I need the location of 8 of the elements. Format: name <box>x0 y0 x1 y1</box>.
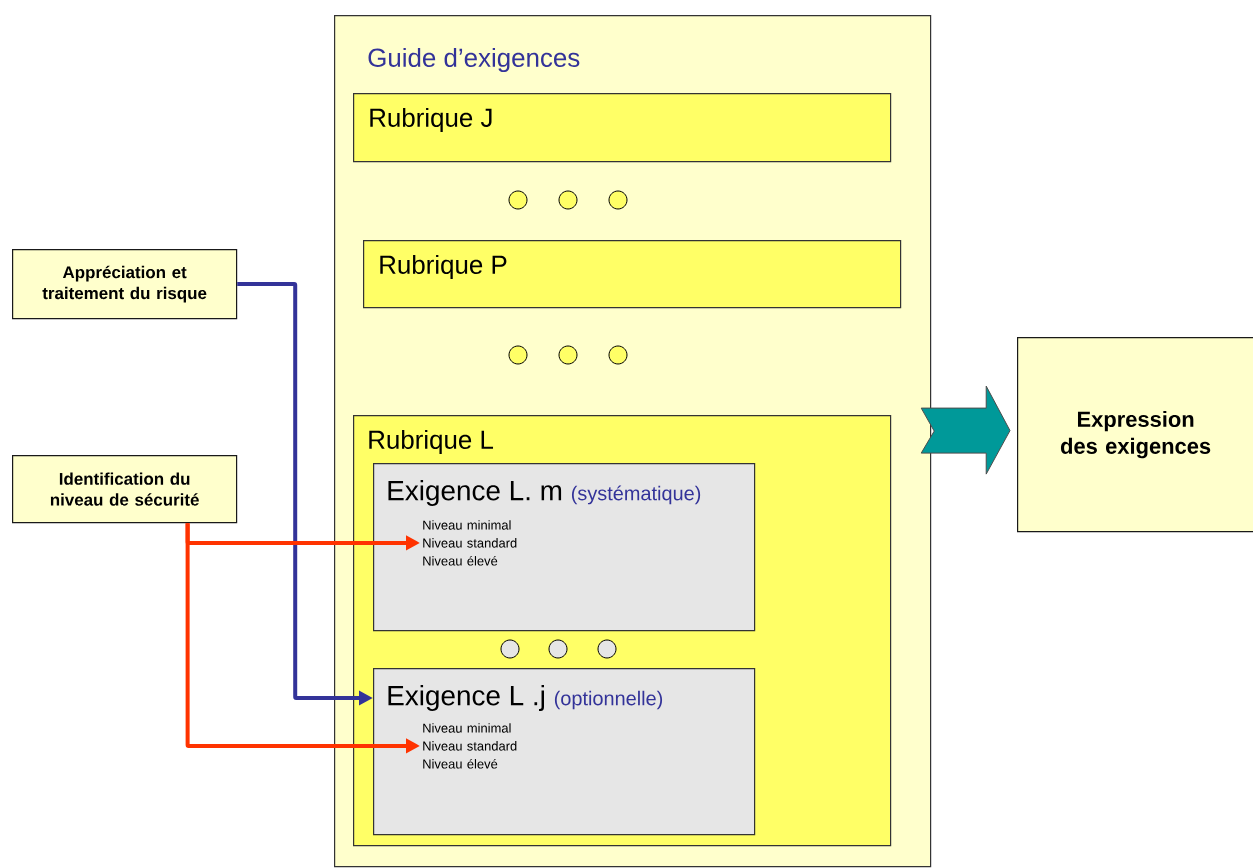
level-list: Niveau minimal Niveau standard Niveau élevé <box>423 520 517 566</box>
level-list: Niveau minimal Niveau standard Niveau élevé <box>423 723 517 769</box>
input-box: Appréciation et traitement du risque <box>12 249 238 320</box>
section-box: Rubrique P <box>363 240 902 309</box>
section-box: Rubrique J <box>353 93 892 163</box>
block-arrow <box>920 385 1011 475</box>
input-box: Identification du niveau de sécurité <box>12 455 238 524</box>
output-box: Expression des exigences <box>1017 337 1253 533</box>
